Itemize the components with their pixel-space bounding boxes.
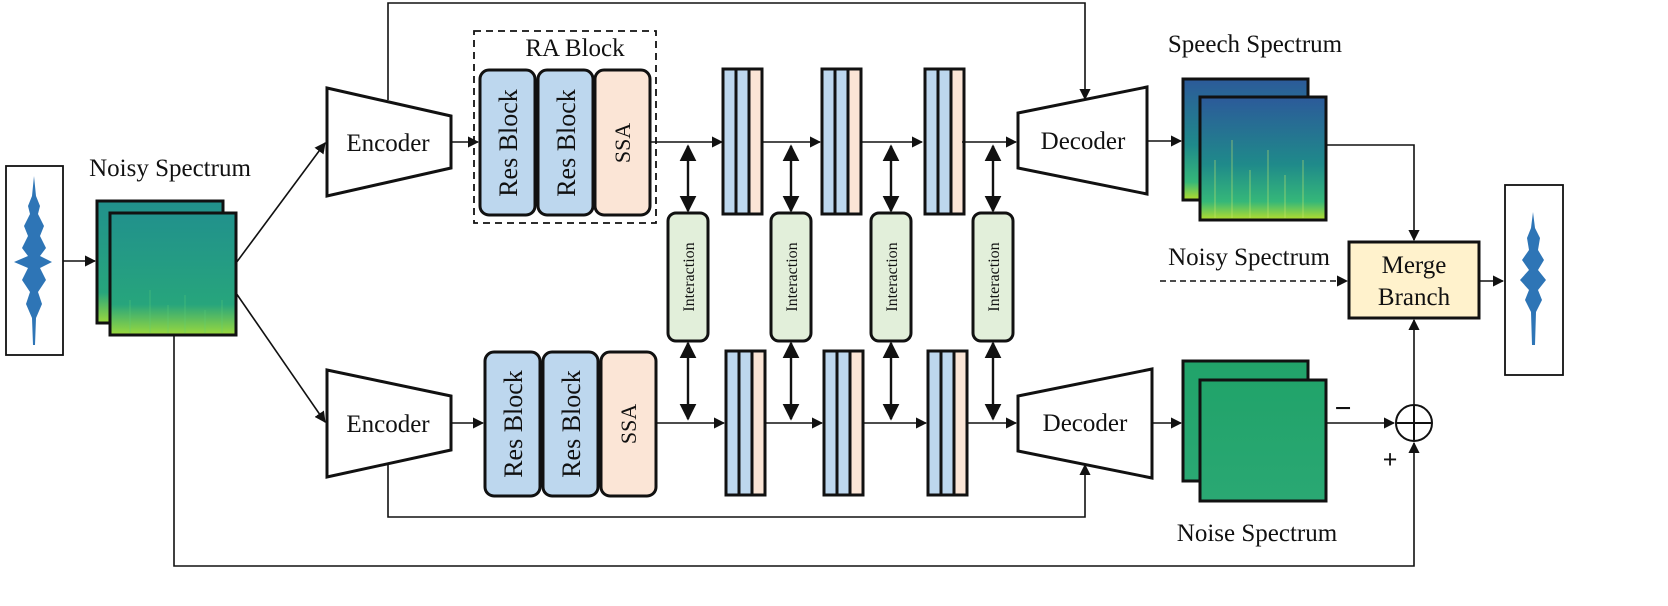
res-block-top-1: Res Block [478,68,537,217]
ra-block-label: RA Block [525,35,625,62]
compact-ra-blocks-top [721,67,966,216]
encoder-top-label: Encoder [346,130,430,157]
encoder-bottom: Encoder [325,368,453,479]
compact-ra-bottom-3-stripe-3 [952,349,969,497]
noise-spectrum-label: Noise Spectrum [1177,520,1338,547]
output-waveform-panel [1504,184,1564,376]
connections [63,2,1505,567]
interaction-4-label: Interaction [986,242,1003,311]
compact-ra-top-1-stripe-1 [721,67,738,216]
ra-block-outline [473,30,657,224]
noise-spectrum-output [1181,359,1328,503]
encoder-top: Encoder [325,86,453,198]
plus-sign: + [1383,445,1398,474]
input-waveform-panel [5,165,64,356]
compact-ra-bottom-2-stripe-1 [822,349,839,497]
decoder-top-label: Decoder [1041,128,1126,155]
ssa-bottom: SSA [599,350,658,498]
interaction-module-1: Interaction [666,211,710,343]
ssa-top-label: SSA [610,123,635,163]
sum-node [1395,404,1433,442]
noisy-spectrum-input [95,199,238,337]
res-block-top-2-label: Res Block [552,89,581,197]
compact-ra-bottom-2-stripe-3 [848,349,865,497]
minus-sign: − [1334,392,1351,425]
interaction-2-label: Interaction [784,242,801,311]
res-block-bottom-2: Res Block [541,350,600,498]
compact-ra-top-1-stripe-3 [747,67,764,216]
compact-ra-top-1-stripe-2 [734,67,751,216]
compact-ra-blocks-bottom [724,349,969,497]
ssa-top: SSA [593,68,652,217]
encoder-bottom-label: Encoder [346,411,430,438]
compact-ra-top-3-stripe-2 [936,67,953,216]
interaction-module-3: Interaction [869,211,913,343]
compact-ra-bottom-2-stripe-2 [835,349,852,497]
waveform-icon [14,176,52,345]
res-block-top-1-label: Res Block [494,89,523,197]
compact-ra-bottom-1-stripe-2 [737,349,754,497]
compact-ra-top-2-stripe-3 [846,67,863,216]
res-block-top-2: Res Block [536,68,595,217]
speech-spectrum-label: Speech Spectrum [1168,31,1343,58]
ssa-bottom-label: SSA [616,404,641,444]
noisy-spectrum-side-label: Noisy Spectrum [1168,244,1330,271]
merge-branch: Merge Branch [1347,240,1481,320]
interaction-module-4: Interaction [971,211,1015,343]
compact-ra-top-3-stripe-1 [923,67,940,216]
res-block-bottom-1: Res Block [483,350,542,498]
compact-ra-top-2-stripe-2 [833,67,850,216]
res-block-bottom-2-label: Res Block [557,370,586,478]
decoder-top: Decoder [1016,85,1149,196]
compact-ra-bottom-1-stripe-3 [750,349,767,497]
compact-ra-bottom-3-stripe-2 [939,349,956,497]
decoder-bottom-label: Decoder [1043,410,1128,437]
noisy-spectrum-label: Noisy Spectrum [89,155,251,182]
interaction-1-label: Interaction [681,242,698,311]
compact-ra-bottom-1-stripe-1 [724,349,741,497]
compact-ra-top-2-stripe-1 [820,67,837,216]
interaction-3-label: Interaction [884,242,901,311]
compact-ra-bottom-3-stripe-1 [926,349,943,497]
interaction-module-2: Interaction [769,211,813,343]
output-waveform-icon [1520,212,1546,345]
merge-label-line2: Branch [1378,284,1451,311]
res-block-bottom-1-label: Res Block [499,370,528,478]
speech-spectrum-output [1181,77,1328,222]
merge-label-line1: Merge [1382,252,1447,279]
decoder-bottom: Decoder [1016,367,1154,480]
